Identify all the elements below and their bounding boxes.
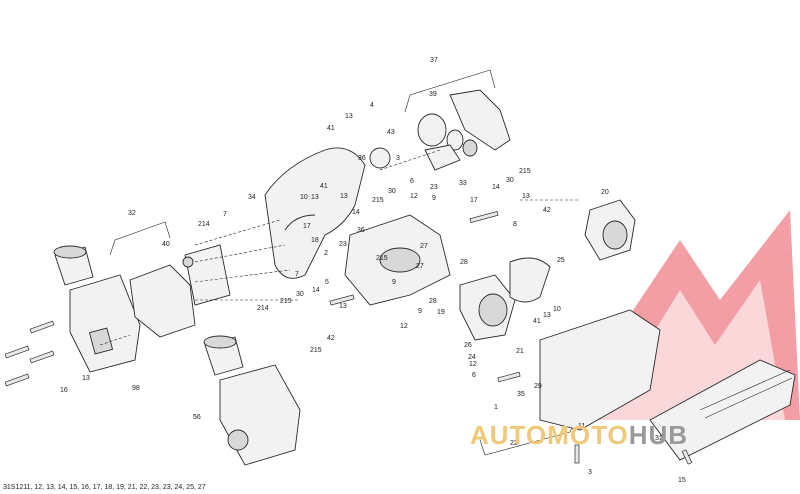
callout-11: 11 — [578, 423, 585, 430]
callout-13: 13 — [345, 113, 353, 120]
callout-6: 6 — [472, 372, 476, 379]
callout-30: 30 — [296, 291, 304, 298]
callout-13: 13 — [522, 193, 530, 200]
leader-lines — [99, 149, 580, 346]
actuator-56 — [203, 335, 301, 466]
watermark-part1: AUTOMOTO — [470, 420, 629, 450]
callout-42: 42 — [327, 335, 335, 342]
callout-215: 215 — [519, 168, 531, 175]
callout-3: 3 — [396, 155, 400, 162]
callout-9: 9 — [392, 279, 396, 286]
callout-43: 43 — [387, 129, 395, 136]
callout-18: 18 — [311, 237, 319, 244]
callout-41: 41 — [533, 318, 541, 325]
callout-41: 41 — [320, 183, 328, 190]
callout-25: 25 — [557, 257, 565, 264]
callout-15: 15 — [678, 477, 686, 484]
callout-215: 215 — [376, 255, 388, 262]
callout-27: 27 — [416, 263, 424, 270]
callout-31: 31 — [655, 435, 663, 442]
callout-40: 40 — [162, 241, 170, 248]
callout-42: 42 — [543, 207, 551, 214]
callout-30: 30 — [388, 188, 396, 195]
watermark-part2: HUB — [628, 420, 689, 450]
callout-214: 214 — [257, 305, 269, 312]
callout-37: 37 — [430, 57, 438, 64]
muffler — [539, 309, 796, 461]
callout-23: 23 — [430, 184, 438, 191]
callout-17: 17 — [303, 223, 311, 230]
callout-13: 13 — [82, 375, 90, 382]
callout-7: 7 — [223, 211, 227, 218]
bearing-assembly — [369, 89, 511, 171]
callout-10: 10 — [553, 306, 561, 313]
callout-39: 39 — [429, 91, 437, 98]
callout-14: 14 — [352, 209, 360, 216]
callout-labels: 37 39 4 13 41 43 36 3 33 34 41 13 10 17 … — [60, 57, 686, 484]
callout-10: 10 — [300, 194, 308, 201]
intake-parts — [459, 199, 636, 341]
callout-8: 8 — [513, 221, 517, 228]
callout-13: 13 — [340, 193, 348, 200]
callout-36: 36 — [357, 227, 365, 234]
callout-12: 12 — [400, 323, 408, 330]
actuator-98 — [53, 245, 141, 373]
callout-14: 14 — [312, 287, 320, 294]
bracket-frame — [264, 147, 366, 279]
callout-17: 17 — [470, 197, 478, 204]
callout-2: 2 — [324, 250, 328, 257]
reference-code: 31S1211, 12, 13, 14, 15, 16, 17, 18, 19,… — [3, 484, 206, 491]
callout-34: 34 — [248, 194, 256, 201]
callout-12: 12 — [469, 361, 477, 368]
callout-13: 13 — [311, 194, 319, 201]
callout-36: 36 — [358, 155, 366, 162]
callout-27: 27 — [420, 243, 428, 250]
callout-13: 13 — [543, 312, 551, 319]
callout-24: 24 — [468, 354, 476, 361]
cover-plate — [129, 244, 231, 338]
callout-56: 56 — [193, 414, 201, 421]
callout-28: 28 — [460, 259, 468, 266]
callout-12: 12 — [410, 193, 418, 200]
callout-9: 9 — [418, 308, 422, 315]
watermark-text: AUTOMOTOHUB — [470, 420, 688, 451]
callout-98: 98 — [132, 385, 140, 392]
callout-26: 26 — [464, 342, 472, 349]
callout-215: 215 — [280, 298, 292, 305]
mount-36 — [344, 214, 451, 306]
callout-29: 29 — [534, 383, 542, 390]
callout-7: 7 — [295, 271, 299, 278]
callout-22: 22 — [510, 440, 518, 447]
callout-214: 214 — [198, 221, 210, 228]
callout-9: 9 — [432, 195, 436, 202]
callout-5: 5 — [325, 279, 329, 286]
callout-35: 35 — [517, 391, 525, 398]
callout-215: 215 — [310, 347, 322, 354]
bracket-37 — [404, 69, 496, 113]
callout-19: 19 — [437, 309, 445, 316]
callout-33: 33 — [459, 180, 467, 187]
callout-41: 41 — [327, 125, 335, 132]
callout-14: 14 — [492, 184, 500, 191]
callout-215: 215 — [372, 197, 384, 204]
callout-28: 28 — [429, 298, 437, 305]
callout-13: 13 — [339, 303, 347, 310]
callout-6: 6 — [410, 178, 414, 185]
bracket-32 — [109, 221, 171, 256]
fasteners — [4, 211, 693, 465]
callout-21: 21 — [516, 348, 524, 355]
callout-23: 23 — [339, 241, 347, 248]
callout-3: 3 — [588, 469, 592, 476]
callout-20: 20 — [601, 189, 609, 196]
callout-4: 4 — [370, 102, 374, 109]
callout-16: 16 — [60, 387, 68, 394]
callout-1: 1 — [494, 404, 498, 411]
callout-32: 32 — [128, 210, 136, 217]
callout-30: 30 — [506, 177, 514, 184]
